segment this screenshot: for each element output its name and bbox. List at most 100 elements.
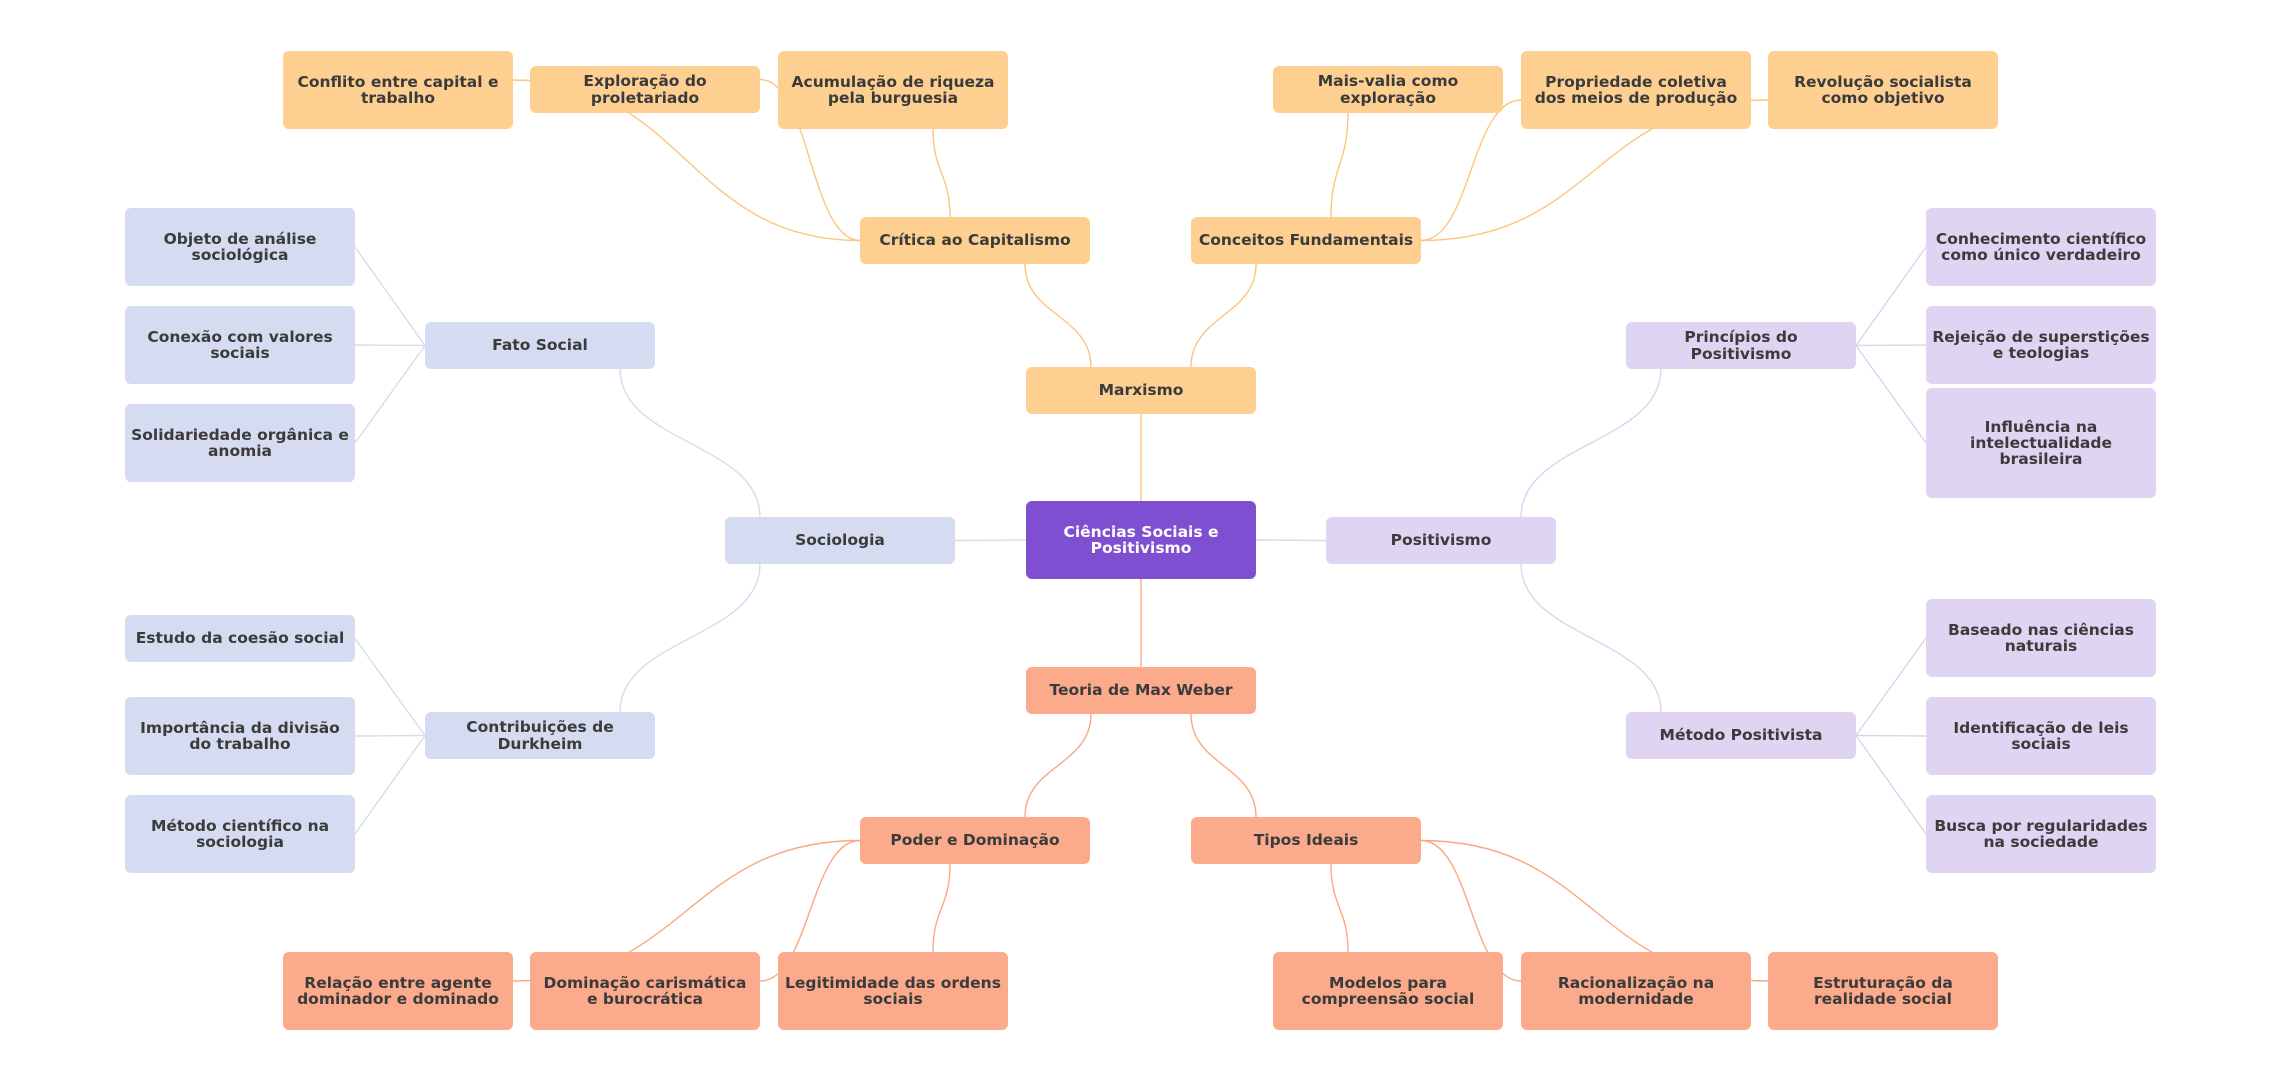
leaf-node[interactable]: Revolução socialista como objetivo bbox=[1768, 51, 1998, 129]
connector-line bbox=[1190, 713, 1257, 818]
branch-weber[interactable]: Teoria de Max Weber bbox=[1026, 667, 1256, 714]
connector-line bbox=[354, 345, 426, 444]
connector-line bbox=[1330, 863, 1349, 953]
subtopic-label: Contribuições de Durkheim bbox=[466, 718, 614, 753]
leaf-node[interactable]: Exploração do proletariado bbox=[530, 66, 760, 113]
connector-line bbox=[1855, 246, 1927, 346]
branch-marxismo[interactable]: Marxismo bbox=[1026, 367, 1256, 414]
connector-line bbox=[954, 539, 1027, 542]
leaf-label: Exploração do proletariado bbox=[583, 72, 707, 107]
connector-line bbox=[759, 78, 861, 242]
connector-line bbox=[619, 563, 761, 713]
leaf-label: Legitimidade das ordens sociais bbox=[785, 973, 1001, 1008]
connector-line bbox=[354, 734, 426, 737]
leaf-node[interactable]: Rejeição de superstições e teologias bbox=[1926, 306, 2156, 384]
connector-line bbox=[1255, 539, 1327, 542]
subtopic-label: Crítica ao Capitalismo bbox=[879, 231, 1071, 250]
leaf-label: Busca por regularidades na sociedade bbox=[1934, 816, 2148, 851]
connector-line bbox=[619, 368, 761, 518]
leaf-label: Acumulação de riqueza pela burguesia bbox=[791, 72, 995, 107]
connector-line bbox=[1855, 344, 1927, 347]
connector-line bbox=[1420, 839, 1522, 982]
subtopic-principios-positivismo[interactable]: Princípios do Positivismo bbox=[1626, 322, 1856, 369]
leaf-label: Método científico na sociologia bbox=[150, 816, 330, 851]
subtopic-label: Método Positivista bbox=[1659, 726, 1823, 745]
leaf-label: Importância da divisão do trabalho bbox=[140, 718, 340, 753]
leaf-node[interactable]: Influência na intelectualidade brasileir… bbox=[1926, 388, 2156, 498]
leaf-label: Identificação de leis sociais bbox=[1953, 718, 2129, 753]
connector-line bbox=[1330, 112, 1349, 218]
root-label: Ciências Sociais e Positivismo bbox=[1063, 522, 1219, 557]
connector-line bbox=[1520, 368, 1662, 518]
leaf-label: Conflito entre capital e trabalho bbox=[297, 72, 499, 107]
leaf-node[interactable]: Método científico na sociologia bbox=[125, 795, 355, 873]
leaf-node[interactable]: Estudo da coesão social bbox=[125, 615, 355, 662]
subtopic-critica-capitalismo[interactable]: Crítica ao Capitalismo bbox=[860, 217, 1090, 264]
leaf-label: Solidariedade orgânica e anomia bbox=[131, 425, 349, 460]
connector-line bbox=[1190, 263, 1257, 368]
branch-marxismo-label: Marxismo bbox=[1098, 381, 1184, 400]
subtopic-label: Conceitos Fundamentais bbox=[1198, 231, 1414, 250]
branch-weber-label: Teoria de Max Weber bbox=[1049, 681, 1233, 700]
leaf-node[interactable]: Conhecimento científico como único verda… bbox=[1926, 208, 2156, 286]
subtopic-metodo-positivista[interactable]: Método Positivista bbox=[1626, 712, 1856, 759]
leaf-node[interactable]: Importância da divisão do trabalho bbox=[125, 697, 355, 775]
connector-line bbox=[354, 735, 426, 835]
branch-positivismo[interactable]: Positivismo bbox=[1326, 517, 1556, 564]
leaf-node[interactable]: Busca por regularidades na sociedade bbox=[1926, 795, 2156, 873]
leaf-node[interactable]: Acumulação de riqueza pela burguesia bbox=[778, 51, 1008, 129]
subtopic-label: Princípios do Positivismo bbox=[1684, 328, 1798, 363]
connector-line bbox=[354, 246, 426, 346]
connector-line bbox=[1420, 99, 1522, 242]
subtopic-contribuicoes-durkheim[interactable]: Contribuições de Durkheim bbox=[425, 712, 655, 759]
leaf-label: Dominação carismática e burocrática bbox=[543, 973, 747, 1008]
leaf-label: Influência na intelectualidade brasileir… bbox=[1970, 417, 2112, 469]
leaf-node[interactable]: Propriedade coletiva dos meios de produç… bbox=[1521, 51, 1751, 129]
connector-line bbox=[354, 344, 426, 347]
leaf-node[interactable]: Relação entre agente dominador e dominad… bbox=[283, 952, 513, 1030]
leaf-node[interactable]: Conflito entre capital e trabalho bbox=[283, 51, 513, 129]
leaf-label: Baseado nas ciências naturais bbox=[1948, 620, 2134, 655]
connector-line bbox=[759, 839, 861, 982]
leaf-node[interactable]: Mais-valia como exploração bbox=[1273, 66, 1503, 113]
leaf-label: Rejeição de superstições e teologias bbox=[1932, 327, 2150, 362]
leaf-label: Estruturação da realidade social bbox=[1813, 973, 1953, 1008]
leaf-label: Relação entre agente dominador e dominad… bbox=[297, 973, 499, 1008]
leaf-label: Revolução socialista como objetivo bbox=[1794, 72, 1972, 107]
subtopic-conceitos-fundamentais[interactable]: Conceitos Fundamentais bbox=[1191, 217, 1421, 264]
leaf-node[interactable]: Estruturação da realidade social bbox=[1768, 952, 1998, 1030]
branch-sociologia[interactable]: Sociologia bbox=[725, 517, 955, 564]
subtopic-label: Tipos Ideais bbox=[1253, 831, 1359, 850]
leaf-label: Racionalização na modernidade bbox=[1557, 973, 1715, 1008]
leaf-label: Propriedade coletiva dos meios de produç… bbox=[1534, 72, 1738, 107]
subtopic-label: Fato Social bbox=[492, 336, 588, 355]
connector-line bbox=[1855, 735, 1927, 835]
leaf-label: Conhecimento científico como único verda… bbox=[1935, 229, 2147, 264]
leaf-label: Modelos para compreensão social bbox=[1301, 973, 1475, 1008]
leaf-node[interactable]: Baseado nas ciências naturais bbox=[1926, 599, 2156, 677]
connector-line bbox=[1855, 637, 1927, 736]
subtopic-fato-social[interactable]: Fato Social bbox=[425, 322, 655, 369]
leaf-node[interactable]: Modelos para compreensão social bbox=[1273, 952, 1503, 1030]
leaf-node[interactable]: Conexão com valores sociais bbox=[125, 306, 355, 384]
subtopic-tipos-ideais[interactable]: Tipos Ideais bbox=[1191, 817, 1421, 864]
leaf-node[interactable]: Solidariedade orgânica e anomia bbox=[125, 404, 355, 482]
connector-line bbox=[1855, 734, 1927, 737]
branch-sociologia-label: Sociologia bbox=[795, 531, 885, 550]
leaf-node[interactable]: Racionalização na modernidade bbox=[1521, 952, 1751, 1030]
leaf-node[interactable]: Identificação de leis sociais bbox=[1926, 697, 2156, 775]
connector-line bbox=[1855, 345, 1927, 444]
leaf-label: Estudo da coesão social bbox=[135, 629, 345, 648]
subtopic-poder-dominacao[interactable]: Poder e Dominação bbox=[860, 817, 1090, 864]
leaf-label: Conexão com valores sociais bbox=[147, 327, 333, 362]
connector-line bbox=[932, 863, 951, 953]
root-node[interactable]: Ciências Sociais e Positivismo bbox=[1026, 501, 1256, 579]
subtopic-label: Poder e Dominação bbox=[890, 831, 1060, 850]
leaf-node[interactable]: Objeto de análise sociológica bbox=[125, 208, 355, 286]
leaf-node[interactable]: Legitimidade das ordens sociais bbox=[778, 952, 1008, 1030]
connector-line bbox=[932, 128, 951, 218]
leaf-label: Mais-valia como exploração bbox=[1317, 72, 1459, 107]
leaf-node[interactable]: Dominação carismática e burocrática bbox=[530, 952, 760, 1030]
